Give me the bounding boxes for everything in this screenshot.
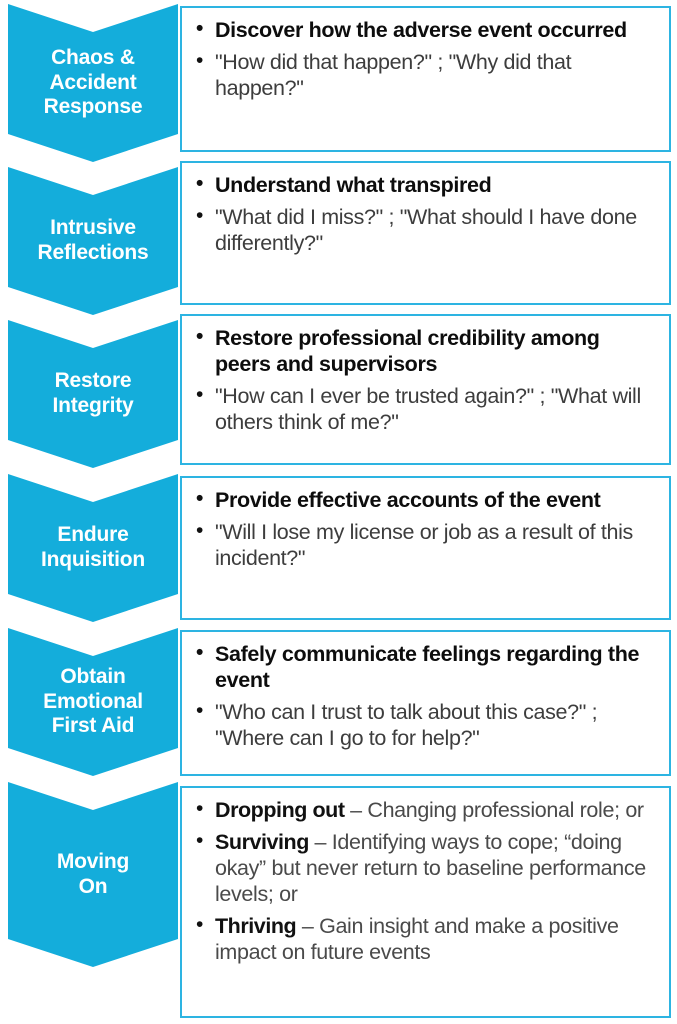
bullet-item: "How did that happen?" ; "Why did that h… xyxy=(196,48,659,101)
bullet-rest-text: – Identifying ways to cope; “doing okay”… xyxy=(215,830,646,906)
stage-content-panel: Safely communicate feelings regarding th… xyxy=(180,630,671,776)
bullet-item: Discover how the adverse event occurred xyxy=(196,16,659,43)
bullet-item: Understand what transpired xyxy=(196,171,659,198)
stage-chevron[interactable]: Moving On xyxy=(8,782,178,967)
bullet-lead-text: Thriving xyxy=(215,914,297,938)
bullet-lead-text: Surviving xyxy=(215,830,309,854)
stage-bullet-list: Safely communicate feelings regarding th… xyxy=(196,640,659,751)
bullet-item: Surviving – Identifying ways to cope; “d… xyxy=(196,828,659,907)
bullet-item: "Will I lose my license or job as a resu… xyxy=(196,518,659,571)
stage-content-panel: Discover how the adverse event occurred "… xyxy=(180,6,671,152)
chevron-shape-icon xyxy=(8,167,178,315)
chevron-shape-icon xyxy=(8,628,178,776)
stage-bullet-list: Provide effective accounts of the event "… xyxy=(196,486,659,571)
stage-bullet-list: Dropping out – Changing professional rol… xyxy=(196,796,659,965)
bullet-rest-text: – Gain insight and make a positive impac… xyxy=(215,914,619,964)
stage-content-panel: Provide effective accounts of the event "… xyxy=(180,476,671,620)
stage-chevron[interactable]: Chaos & Accident Response xyxy=(8,4,178,162)
stage-chevron[interactable]: Intrusive Reflections xyxy=(8,167,178,315)
bullet-item: "Who can I trust to talk about this case… xyxy=(196,698,659,751)
stage-content-panel: Understand what transpired "What did I mi… xyxy=(180,161,671,305)
bullet-item: Restore professional credibility among p… xyxy=(196,324,659,377)
chevron-shape-icon xyxy=(8,474,178,622)
bullet-item: Provide effective accounts of the event xyxy=(196,486,659,513)
bullet-item: "What did I miss?" ; "What should I have… xyxy=(196,203,659,256)
stage-bullet-list: Discover how the adverse event occurred "… xyxy=(196,16,659,101)
stage-bullet-list: Restore professional credibility among p… xyxy=(196,324,659,435)
bullet-item: "How can I ever be trusted again?" ; "Wh… xyxy=(196,382,659,435)
stage-content-panel: Dropping out – Changing professional rol… xyxy=(180,786,671,1018)
chevron-shape-icon xyxy=(8,782,178,967)
chevron-shape-icon xyxy=(8,4,178,162)
bullet-rest-text: – Changing professional role; or xyxy=(344,798,644,822)
stage-chevron[interactable]: Endure Inquisition xyxy=(8,474,178,622)
stage-bullet-list: Understand what transpired "What did I mi… xyxy=(196,171,659,256)
bullet-item: Safely communicate feelings regarding th… xyxy=(196,640,659,693)
chevron-shape-icon xyxy=(8,320,178,468)
stage-content-panel: Restore professional credibility among p… xyxy=(180,314,671,465)
bullet-item: Dropping out – Changing professional rol… xyxy=(196,796,659,823)
stage-chevron[interactable]: Restore Integrity xyxy=(8,320,178,468)
stage-chevron[interactable]: Obtain Emotional First Aid xyxy=(8,628,178,776)
bullet-item: Thriving – Gain insight and make a posit… xyxy=(196,912,659,965)
bullet-lead-text: Dropping out xyxy=(215,798,345,822)
